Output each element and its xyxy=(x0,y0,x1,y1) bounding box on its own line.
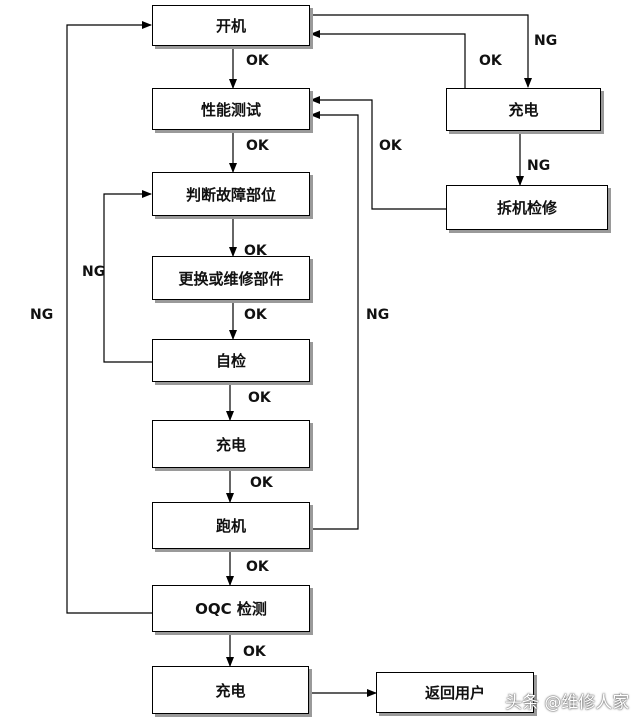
arrow-charge-ok-poweron xyxy=(310,30,466,88)
label-ng-selfcheck-loop: NG xyxy=(82,264,106,280)
node-diagnose-fault: 判断故障部位 xyxy=(152,172,310,216)
arrow-oqc-ng-loop xyxy=(66,21,152,614)
label-ok-perftest-diagnose: OK xyxy=(246,138,269,154)
label-ok-oqc-charge: OK xyxy=(243,644,266,660)
label-ok-poweron-perftest: OK xyxy=(246,53,269,69)
arrow-poweron-ng-charge xyxy=(310,14,532,88)
label-ng-run-loop: NG xyxy=(366,307,390,323)
node-replace-or-repair: 更换或维修部件 xyxy=(152,256,310,300)
label-ok-selfcheck-charge: OK xyxy=(248,390,271,406)
node-charge-side: 充电 xyxy=(446,88,601,131)
node-charge-final: 充电 xyxy=(152,666,309,714)
label-ok-run-oqc: OK xyxy=(246,559,269,575)
node-disassemble-repair: 拆机检修 xyxy=(446,185,608,230)
arrow-disassemble-to-perftest xyxy=(310,96,446,210)
node-return-to-user: 返回用户 xyxy=(376,672,534,713)
label-ng-oqc-loop: NG xyxy=(30,307,54,323)
label-ok-diagnose-replace: OK xyxy=(244,243,267,259)
arrow-run-ng-loop xyxy=(310,111,359,530)
watermark: 头条 @维修人家 xyxy=(505,693,630,713)
node-charge-main: 充电 xyxy=(152,420,310,468)
node-power-on: 开机 xyxy=(152,5,310,46)
node-performance-test: 性能测试 xyxy=(152,88,310,130)
label-ok-charge-run: OK xyxy=(250,475,273,491)
arrow-selfcheck-ng-loop xyxy=(103,190,152,363)
label-ok-charge-poweron: OK xyxy=(479,53,502,69)
label-ok-replace-selfcheck: OK xyxy=(244,307,267,323)
node-self-check: 自检 xyxy=(152,339,310,382)
node-run-test: 跑机 xyxy=(152,502,310,549)
label-ng-poweron-charge: NG xyxy=(534,33,558,49)
label-ng-charge-disassemble: NG xyxy=(527,158,551,174)
node-oqc-inspection: OQC 检测 xyxy=(152,585,310,632)
label-ok-disassemble-perftest: OK xyxy=(379,138,402,154)
